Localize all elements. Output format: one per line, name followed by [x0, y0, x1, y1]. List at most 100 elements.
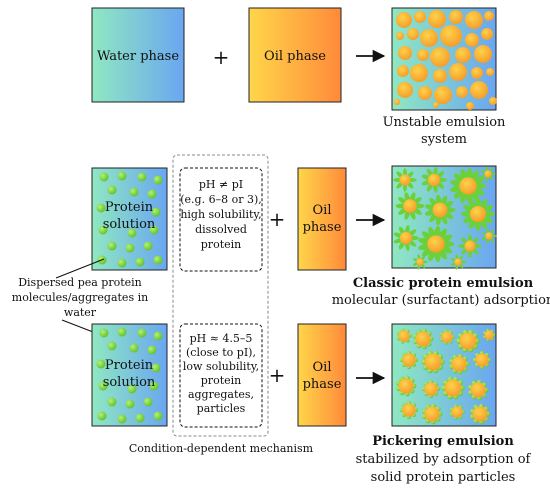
- oil-droplet: [449, 10, 463, 24]
- protein-particle: [117, 327, 127, 337]
- oil-droplet: [451, 356, 467, 372]
- oil-droplet: [466, 102, 474, 110]
- plus-sign-row1: +: [213, 45, 230, 69]
- oil-phase-label-row2-line2: phase: [303, 220, 342, 235]
- protein-particle: [137, 172, 147, 182]
- unstable-emulsion-caption-line2: system: [421, 132, 467, 147]
- protein-particle: [137, 328, 147, 338]
- protein-particle: [99, 328, 109, 338]
- protein-particles-row3: [96, 327, 163, 424]
- condition-row2-line5: protein: [201, 238, 241, 251]
- oil-droplet: [407, 28, 419, 40]
- condition-box-row3: [179, 323, 263, 428]
- oil-droplet: [434, 86, 452, 104]
- protein-particle: [125, 399, 135, 409]
- oil-droplet: [485, 232, 493, 240]
- oil-droplet: [440, 25, 462, 47]
- oil-droplet: [428, 10, 446, 28]
- protein-particle: [129, 187, 139, 197]
- oil-droplet: [420, 29, 438, 47]
- protein-solution-label-row3-line1: Protein: [105, 358, 154, 373]
- protein-solution-label-row3-line2: solution: [103, 375, 156, 390]
- oil-droplet: [484, 330, 494, 340]
- oil-droplet: [474, 45, 492, 63]
- oil-droplet: [486, 68, 494, 76]
- protein-solution-box-row2: [91, 167, 168, 271]
- oil-droplet: [433, 69, 447, 83]
- condition-row3-line3: low solubility,: [183, 360, 259, 373]
- protein-particle: [117, 258, 127, 268]
- protein-particle: [117, 414, 127, 424]
- protein-particle: [98, 225, 108, 235]
- pickering-emulsion-subtitle-line1: stabilized by adsorption of: [356, 452, 532, 467]
- oil-droplet: [418, 86, 432, 100]
- condition-row3-line2: (close to pI),: [186, 346, 256, 359]
- oil-droplet: [424, 382, 438, 396]
- classic-emulsion-droplets: [393, 166, 497, 270]
- oil-droplet: [469, 205, 487, 223]
- protein-particle: [153, 255, 163, 265]
- oil-droplet: [397, 65, 409, 77]
- classic-emulsion-title: Classic protein emulsion: [353, 276, 534, 291]
- oil-droplet: [410, 64, 428, 82]
- protein-particle: [147, 189, 157, 199]
- protein-particle: [153, 411, 163, 421]
- oil-droplet: [396, 12, 412, 28]
- oil-droplet: [433, 102, 439, 108]
- oil-phase-label-row2-line1: Oil: [313, 203, 332, 218]
- oil-phase-label-row3-line2: phase: [303, 377, 342, 392]
- oil-phase-label-row1: Oil phase: [264, 49, 326, 64]
- protein-particle: [107, 185, 117, 195]
- protein-particle: [153, 331, 163, 341]
- side-note-line3: water: [64, 306, 97, 319]
- oil-droplet: [459, 332, 477, 350]
- oil-droplet: [484, 11, 494, 21]
- condition-row3-line1: pH ≈ 4.5–5: [190, 332, 253, 345]
- unstable-emulsion-caption-line1: Unstable emulsion: [383, 115, 506, 130]
- protein-particle: [129, 343, 139, 353]
- oil-droplet: [427, 173, 441, 187]
- oil-droplet: [398, 330, 410, 342]
- oil-droplet: [454, 258, 462, 266]
- oil-droplet: [403, 199, 417, 213]
- oil-droplet: [396, 32, 404, 40]
- oil-droplet: [489, 97, 497, 105]
- protein-particle: [99, 172, 109, 182]
- oil-droplet: [470, 382, 486, 398]
- oil-droplet: [465, 11, 483, 29]
- oil-droplet: [394, 99, 400, 105]
- oil-droplet: [451, 406, 463, 418]
- oil-phase-box-row1: [248, 7, 342, 103]
- oil-droplet: [402, 353, 416, 367]
- pickering-emulsion-title: Pickering emulsion: [372, 434, 514, 449]
- side-note-line2: molecules/aggregates in: [12, 291, 148, 304]
- oil-droplet: [398, 378, 414, 394]
- oil-droplet: [455, 47, 471, 63]
- oil-droplets: [394, 10, 497, 110]
- condition-row3-line6: particles: [197, 402, 246, 415]
- oil-droplet: [415, 331, 431, 347]
- protein-solution-label-row2-line2: solution: [103, 217, 156, 232]
- protein-particle: [97, 411, 107, 421]
- water-phase-label: Water phase: [97, 49, 179, 64]
- oil-droplet: [441, 331, 453, 343]
- protein-solution-box-row3: [91, 323, 168, 427]
- mechanism-container: [172, 154, 269, 437]
- condition-row2-line2: (e.g. 6–8 or 3),: [180, 193, 262, 206]
- protein-particle: [107, 341, 117, 351]
- protein-particle: [147, 345, 157, 355]
- oil-phase-label-row3-line1: Oil: [313, 360, 332, 375]
- oil-phase-box-row3: [297, 323, 347, 427]
- oil-droplet: [459, 177, 477, 195]
- protein-particles-row2: [96, 171, 163, 268]
- protein-particle: [149, 381, 159, 391]
- condition-row2-line4: dissolved: [195, 223, 247, 236]
- oil-droplet: [424, 353, 442, 371]
- protein-particle: [153, 175, 163, 185]
- oil-droplet: [397, 82, 413, 98]
- oil-droplet: [449, 63, 467, 81]
- condition-row3-line4: protein: [201, 374, 241, 387]
- oil-droplet: [456, 86, 468, 98]
- protein-particle: [151, 363, 161, 373]
- oil-droplet: [414, 11, 426, 23]
